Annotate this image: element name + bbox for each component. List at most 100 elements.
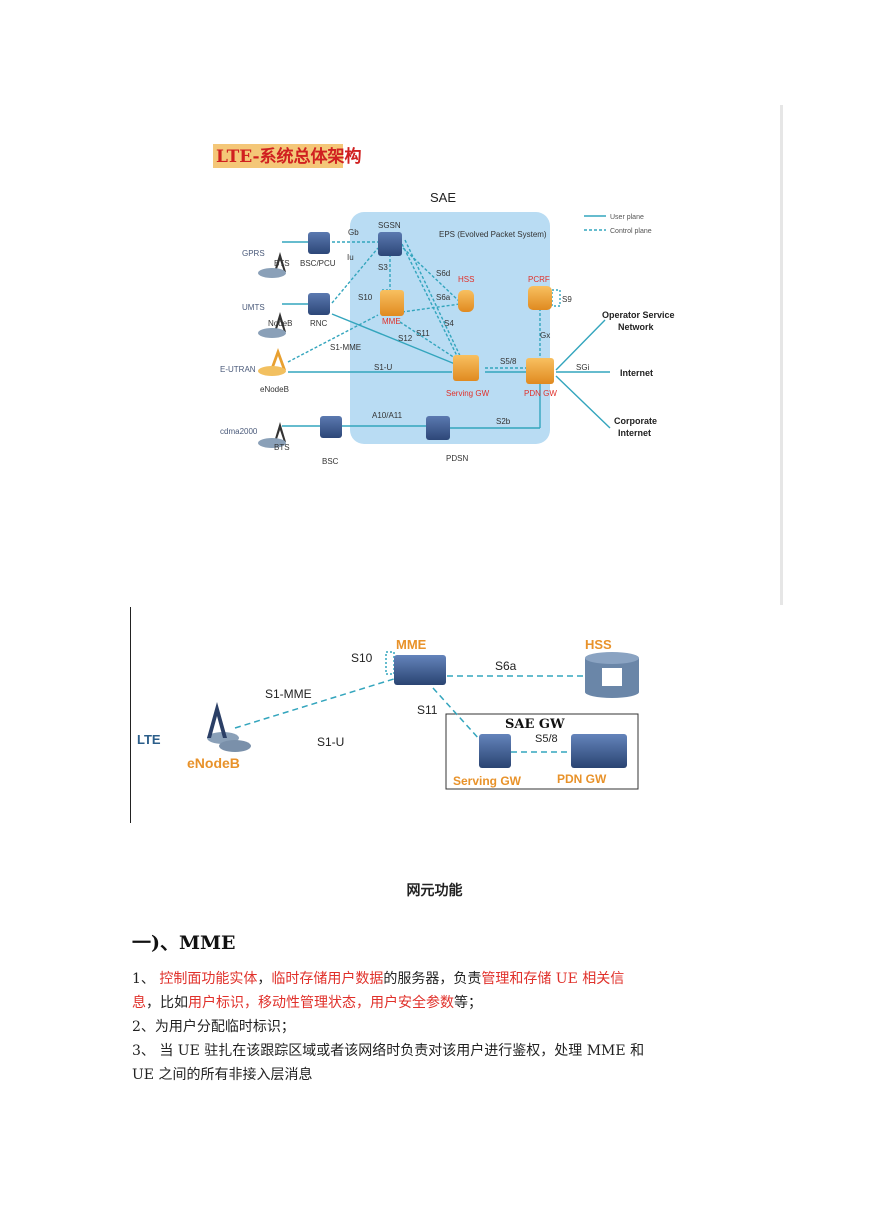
p1-highlight-g: 用户标识，移动性管理状态，用户安全参数 xyxy=(188,995,454,1011)
section-caption: 网元功能 xyxy=(406,883,463,899)
bsc-pcu-label: BSC/PCU xyxy=(300,259,336,268)
s11-label: S11 xyxy=(417,703,438,717)
page-right-rule xyxy=(780,105,783,605)
architecture-links xyxy=(282,239,611,429)
s11-label: S11 xyxy=(416,329,430,338)
gx-label: Gx xyxy=(540,331,550,340)
s4-label: S4 xyxy=(444,319,454,328)
bsc-pcu-icon xyxy=(308,232,330,254)
sgi-label: SGi xyxy=(576,363,590,372)
hss-label: HSS xyxy=(585,637,612,652)
enodeb-label: eNodeB xyxy=(187,755,240,771)
p1-text-b: ， xyxy=(257,971,272,987)
corporate-internet-label: Internet xyxy=(618,428,651,438)
mme-icon xyxy=(380,290,404,316)
s2b-label: S2b xyxy=(496,417,511,426)
network-links xyxy=(234,651,585,753)
pdn-gw-icon xyxy=(526,358,554,384)
pcrf-label: PCRF xyxy=(528,275,550,284)
a10a11-label: A10/A11 xyxy=(372,411,403,420)
sae-gw-box xyxy=(445,713,639,790)
p1-highlight-e: 管理和存储 UE 相关信息 xyxy=(132,971,625,1011)
bsc-label: BSC xyxy=(322,457,339,466)
tower-icons xyxy=(274,252,286,442)
legend: User plane Control plane xyxy=(584,214,652,235)
iu-label: Iu xyxy=(347,253,354,262)
s10-label: S10 xyxy=(351,651,373,665)
bts-tower-icon xyxy=(274,252,286,272)
serving-gw-icon xyxy=(479,734,511,768)
s12-label: S12 xyxy=(398,334,413,343)
serving-gw-label: Serving GW xyxy=(446,389,490,398)
s10-label: S10 xyxy=(358,293,373,302)
enodeb-label: eNodeB xyxy=(260,385,289,394)
s1mme-label: S1-MME xyxy=(330,343,361,352)
s6a-label: S6a xyxy=(495,659,517,673)
enodeb-icon xyxy=(207,702,251,752)
p1-text-h: 等； xyxy=(454,995,482,1011)
mme-label: MME xyxy=(382,317,401,326)
pdsn-label: PDSN xyxy=(446,454,468,463)
pdn-gw-icon xyxy=(571,734,627,768)
lte-architecture-figure: LTE-系统总体架构 SAE EPS (Evolved Packet Syste… xyxy=(210,140,690,470)
p1-text-f: ，比如 xyxy=(146,995,188,1011)
eutran-label: E-UTRAN xyxy=(220,365,256,374)
lte-label: LTE xyxy=(137,732,161,747)
sae-label: SAE xyxy=(430,190,456,205)
blue-nodes xyxy=(308,232,450,440)
gb-label: Gb xyxy=(348,228,359,237)
s6a-label: S6a xyxy=(436,293,451,302)
hss-icon xyxy=(458,290,474,312)
legend-user-plane: User plane xyxy=(610,214,644,221)
sgsn-label: SGSN xyxy=(378,221,401,230)
legend-control-plane: Control plane xyxy=(610,228,652,235)
pdsn-icon xyxy=(426,416,450,440)
eps-region xyxy=(350,212,550,444)
s6d-label: S6d xyxy=(436,269,450,278)
bsc-icon xyxy=(320,416,342,438)
s58-label: S5/8 xyxy=(535,733,558,745)
architecture-title: LTE-系统总体架构 xyxy=(216,146,362,167)
umts-label: UMTS xyxy=(242,303,265,312)
mme-router-icon xyxy=(394,655,446,685)
nodeb-label: NodeB xyxy=(268,319,292,328)
section-heading: 一)、MME xyxy=(132,932,236,954)
p1-text-d: 的服务器，负责 xyxy=(383,971,482,987)
p1-highlight-c: 临时存储用户数据 xyxy=(271,971,384,987)
pdn-gw-label: PDN GW xyxy=(524,389,557,398)
operator-service-label: Operator Service xyxy=(602,310,675,320)
corporate-label: Corporate xyxy=(614,416,657,426)
rnc-label: RNC xyxy=(310,319,328,328)
cdma2000-label: cdma2000 xyxy=(220,427,258,436)
s1mme-label: S1-MME xyxy=(265,687,312,701)
paragraph-2: 2、为用户分配临时标识； xyxy=(132,1019,295,1035)
enodeb-tower-icon xyxy=(270,348,286,370)
bts2-label: BTS xyxy=(274,443,290,452)
eps-label: EPS (Evolved Packet System) xyxy=(439,230,547,239)
paragraph-1: 1、 控制面功能实体，临时存储用户数据的服务器，负责管理和存储 UE 相关信息，… xyxy=(132,967,652,1015)
nodeb-tower-icon xyxy=(274,312,286,332)
s9-label: S9 xyxy=(562,295,572,304)
rnc-icon xyxy=(308,293,330,315)
gprs-label: GPRS xyxy=(242,249,265,258)
orange-nodes xyxy=(380,286,554,384)
operator-network-label: Network xyxy=(618,322,655,332)
hss-label: HSS xyxy=(458,275,474,284)
serving-gw-icon xyxy=(453,355,479,381)
sae-gw-label: SAE GW xyxy=(505,717,565,732)
page-left-rule xyxy=(130,607,131,823)
paragraph-3: 3、 当 UE 驻扎在该跟踪区域或者该网络时负责对该用户进行鉴权，处理 MME … xyxy=(132,1043,645,1083)
cell-icons xyxy=(258,268,286,448)
pcrf-icon xyxy=(528,286,552,310)
internet-label: Internet xyxy=(620,368,653,378)
pdn-gw-label: PDN GW xyxy=(557,772,607,786)
sgsn-icon xyxy=(378,232,402,256)
hss-db-icon xyxy=(585,652,639,698)
s1u-label: S1-U xyxy=(374,363,392,372)
s58-label: S5/8 xyxy=(500,357,517,366)
s1u-label: S1-U xyxy=(317,735,344,749)
s3-label: S3 xyxy=(378,263,388,272)
p1-num: 1、 xyxy=(132,971,160,987)
title-highlight xyxy=(213,144,343,168)
bts1-label: BTS xyxy=(274,259,290,268)
